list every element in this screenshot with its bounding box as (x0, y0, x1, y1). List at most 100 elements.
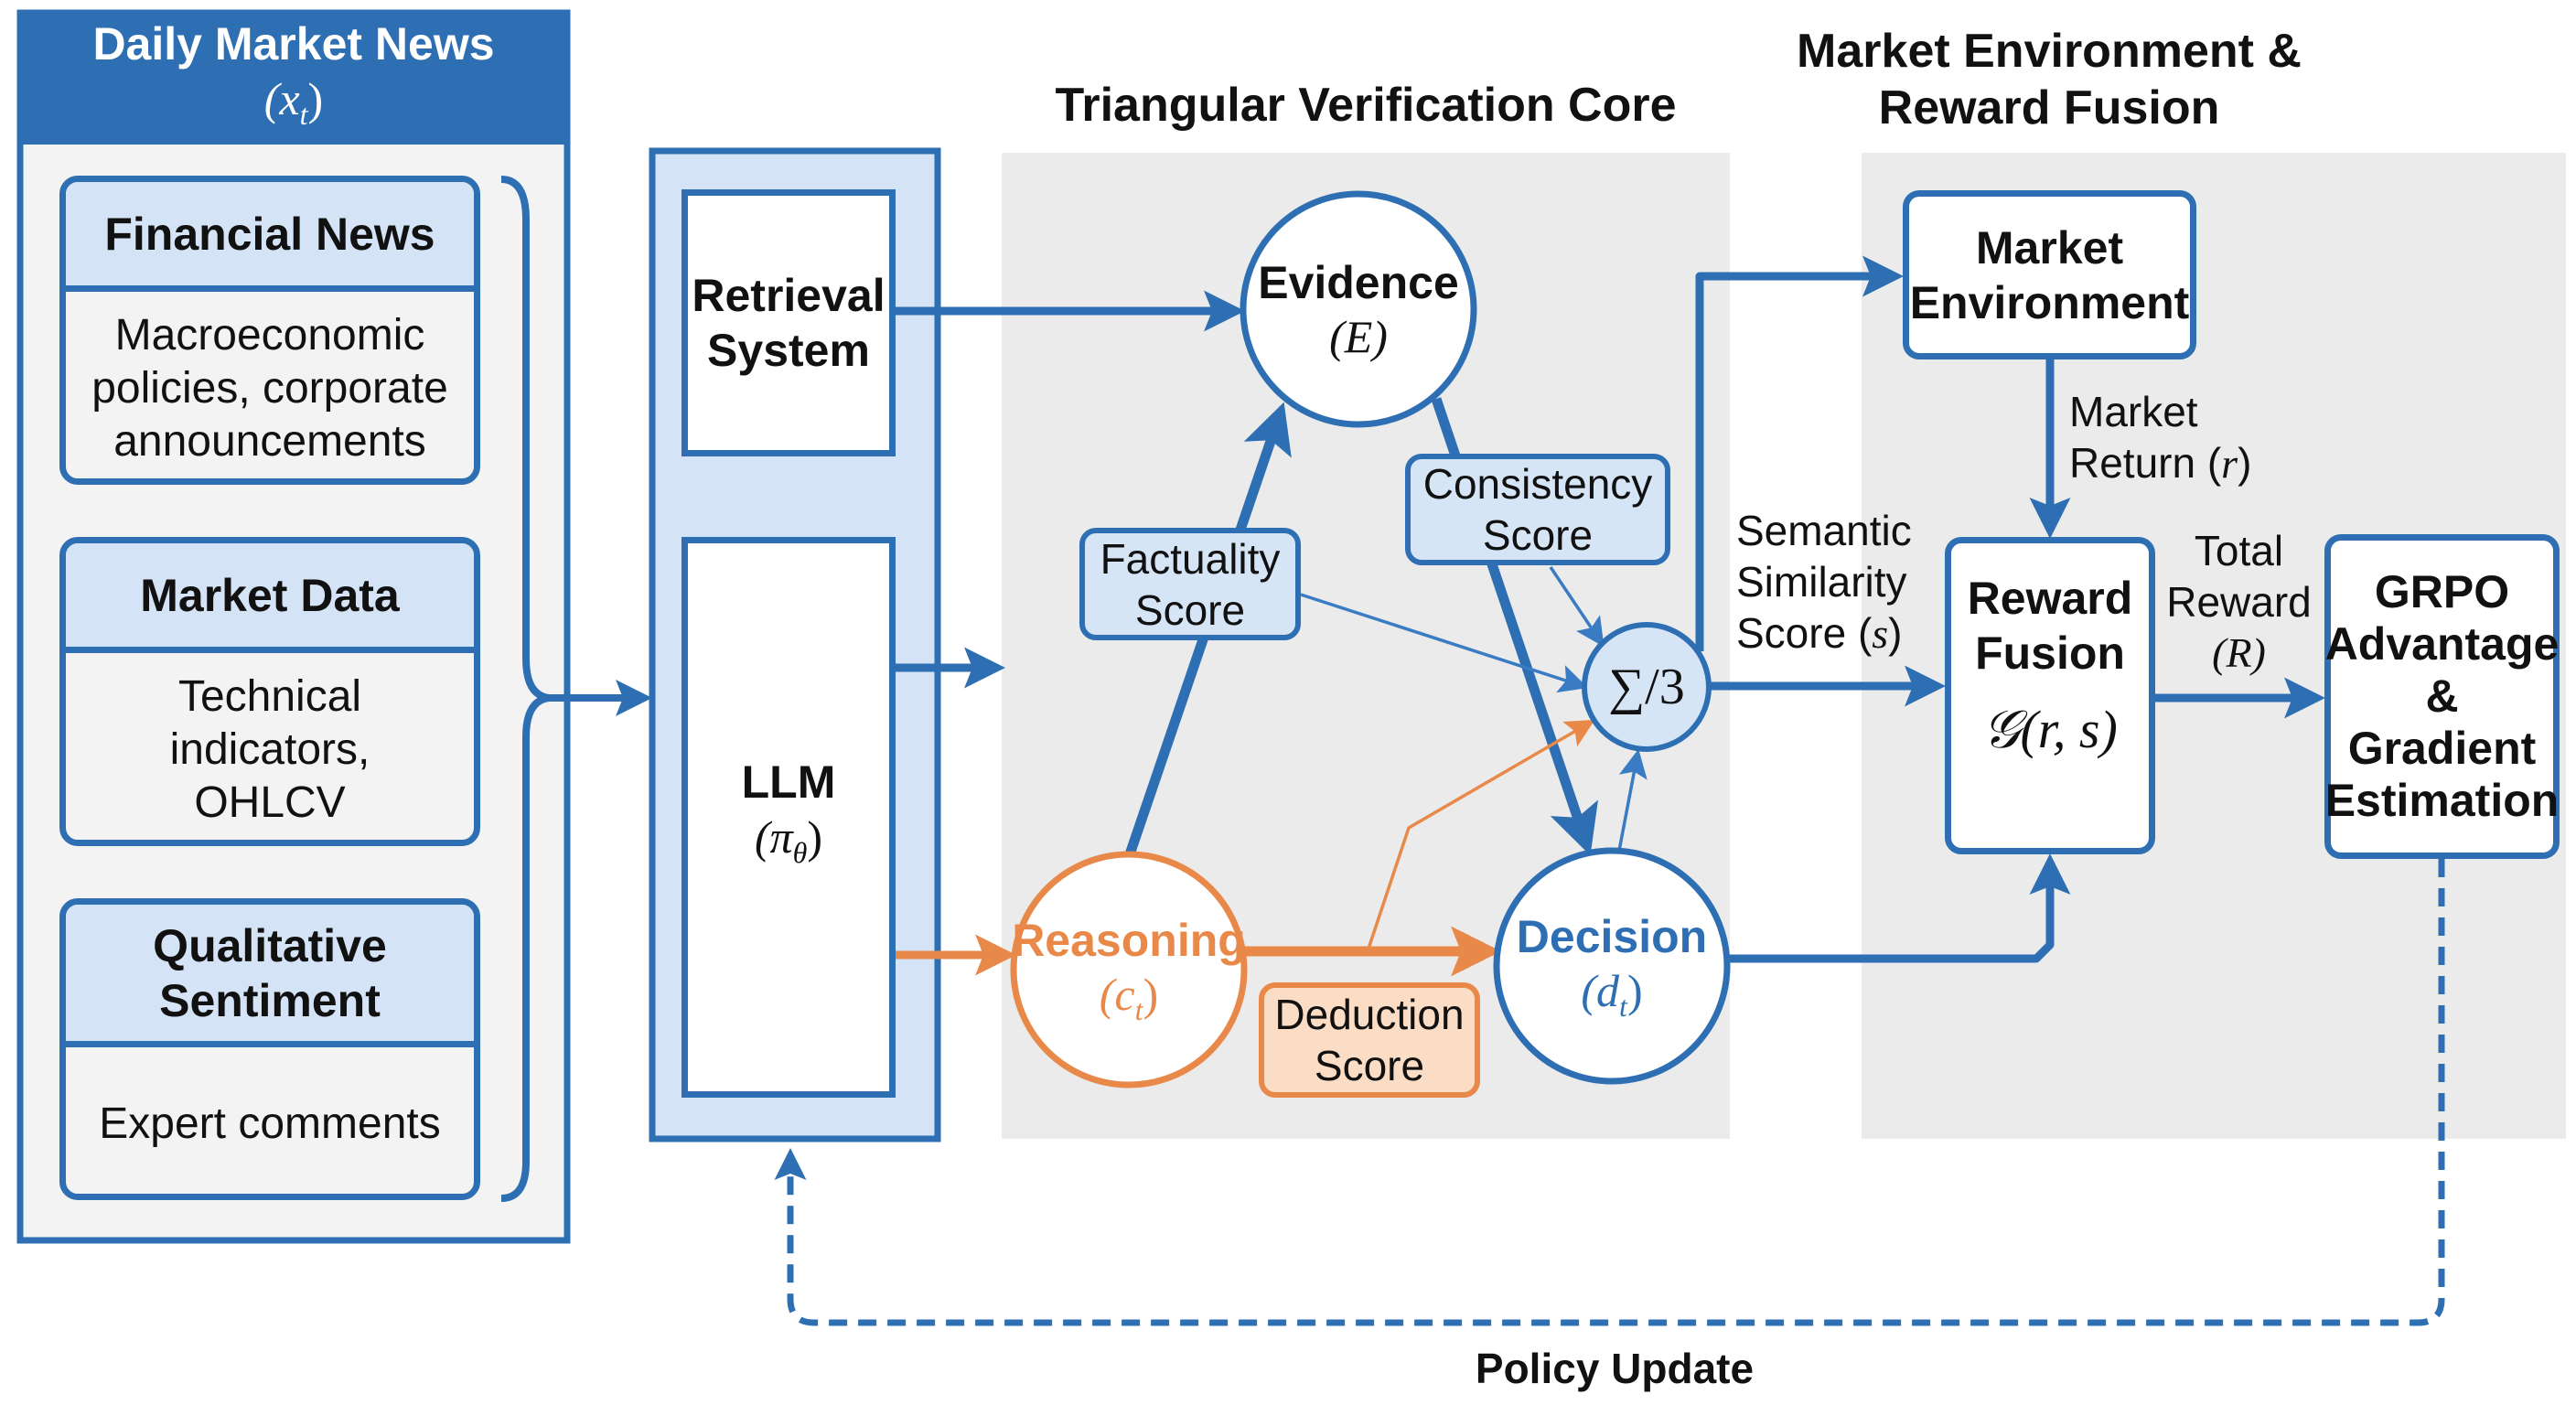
decision-node (1493, 847, 1731, 1085)
sigma-node (1582, 622, 1712, 752)
factuality-score-box[interactable]: Factuality Score (1079, 528, 1301, 640)
symbol-c: (c (1099, 968, 1135, 1020)
label-line: Return (r) (2069, 437, 2307, 489)
source-market-data[interactable]: Market Data Technical indicators, OHLCV (59, 537, 480, 846)
deduction-to-sigma-arrow (1366, 719, 1595, 952)
source-qualitative-sentiment[interactable]: Qualitative Sentiment Expert comments (59, 898, 480, 1200)
sigma-label: ∑/3 (1608, 659, 1685, 715)
source-title: Qualitative Sentiment (66, 905, 474, 1047)
symbol-close: ) (807, 811, 823, 863)
factuality-line: Score (1134, 585, 1246, 634)
reward-function: 𝒢(r, s) (1982, 700, 2118, 759)
decision-to-sigma-arrow (1617, 748, 1648, 852)
desc-line: policies, corporate (91, 363, 448, 413)
reward-fusion-box[interactable]: Reward Fusion 𝒢(r, s) (1945, 537, 2155, 854)
grpo-line: & (2425, 670, 2459, 722)
decision-symbol: (dt) (1581, 964, 1642, 1024)
semantic-similarity-label: Semantic Similarity Score (s) (1736, 505, 1947, 660)
source-description: Macroeconomic policies, corporate announ… (66, 292, 474, 478)
policy-update-loop (774, 859, 2445, 1326)
grpo-box[interactable]: GRPO Advantage & Gradient Estimation (2324, 534, 2560, 859)
label-close: ) (2238, 439, 2252, 487)
reasoning-symbol: (ct) (1100, 968, 1158, 1027)
title-line: Qualitative (153, 919, 387, 971)
source-description: Technical indicators, OHLCV (66, 653, 474, 840)
verification-core-title: Triangular Verification Core (1055, 79, 1677, 132)
symbol-r: r (2221, 440, 2238, 487)
input-panel-header: Daily Market News (xt) (20, 13, 567, 145)
symbol-s: s (1872, 610, 1889, 657)
symbol-pi: (π (754, 811, 793, 863)
llm-box[interactable]: LLM (πθ) (682, 537, 896, 1098)
reward-section-title: Market Environment & Reward Fusion (1738, 20, 2360, 139)
source-financial-news[interactable]: Financial News Macroeconomic policies, c… (59, 176, 480, 485)
consistency-line: Consistency (1422, 460, 1653, 508)
decision-name: Decision (1516, 910, 1708, 962)
reward-fusion-title: Reward Fusion (1951, 571, 2149, 681)
symbol-sub: θ (792, 836, 808, 869)
grpo-line: GRPO (2374, 566, 2510, 617)
label-line: Semantic (1736, 507, 1912, 554)
symbol-sub: t (1134, 992, 1143, 1026)
market-env-line: Environment (1909, 276, 2190, 328)
factuality-to-sigma-arrow (1300, 593, 1588, 693)
symbol-sub: t (1619, 989, 1627, 1023)
label-line: Score (s) (1736, 607, 1947, 660)
label-line: (R) (2212, 629, 2266, 676)
evidence-symbol: (E) (1329, 311, 1388, 362)
input-panel-header-band (20, 13, 567, 145)
reasoning-name: Reasoning (1012, 914, 1246, 966)
sigma-to-market-env-arrow (1695, 255, 1904, 651)
grpo-line: Advantage (2324, 618, 2560, 670)
label-line: Market (2069, 388, 2198, 435)
market-environment-box[interactable]: Market Environment (1903, 190, 2196, 359)
symbol-d: (d (1581, 964, 1620, 1016)
label-close: ) (1888, 609, 1903, 657)
deduction-line: Score (1314, 1042, 1425, 1089)
deduction-score-box[interactable]: Deduction Score (1259, 982, 1480, 1098)
total-reward-label: Total Reward (R) (2159, 525, 2319, 679)
consistency-to-sigma-arrow (1549, 566, 1605, 648)
market-return-label: Market Return (r) (2069, 386, 2307, 489)
source-title: Market Data (66, 543, 474, 653)
symbol-sub: t (299, 97, 308, 131)
desc-line: Expert comments (99, 1099, 441, 1148)
title-line: Reward (1967, 573, 2133, 624)
grpo-line: Gradient (2347, 723, 2537, 774)
title-line: Sentiment (159, 974, 381, 1026)
label-text: Return ( (2069, 439, 2222, 487)
label-text: Score ( (1736, 609, 1873, 657)
input-panel-title: Daily Market News (92, 17, 495, 70)
symbol-close: ) (307, 72, 324, 124)
desc-line: OHLCV (194, 778, 346, 827)
desc-line: Technical (177, 671, 362, 721)
input-brace (500, 176, 550, 1202)
desc-line: Macroeconomic (114, 310, 425, 359)
input-panel-symbol: (xt) (264, 71, 323, 142)
evidence-name: Evidence (1258, 257, 1459, 308)
label-line: Reward (2166, 578, 2312, 626)
symbol-x: (x (263, 72, 300, 124)
label-line: Similarity (1736, 558, 1907, 606)
decision-label[interactable]: Decision (dt) (1497, 851, 1727, 1081)
market-env-line: Market (1975, 221, 2124, 273)
title-line: Market Environment & (1797, 25, 2302, 78)
grpo-line: Estimation (2324, 775, 2560, 826)
label-line: Total (2194, 527, 2284, 574)
consistency-score-box[interactable]: Consistency Score (1405, 454, 1670, 565)
source-title: Financial News (66, 182, 474, 292)
title-line: Fusion (1975, 627, 2125, 679)
evidence-node (1240, 190, 1477, 428)
title-line: Reward Fusion (1878, 81, 2220, 134)
factuality-line: Factuality (1100, 534, 1281, 583)
reasoning-label[interactable]: Reasoning (ct) (1012, 854, 1246, 1085)
symbol-close: ) (1143, 968, 1159, 1020)
deduction-line: Deduction (1274, 991, 1465, 1038)
policy-update-label: Policy Update (1475, 1345, 1755, 1392)
llm-symbol: (πθ) (755, 810, 822, 880)
retrieval-system-box[interactable]: Retrieval System (682, 189, 896, 456)
retrieval-line: System (707, 325, 870, 376)
desc-line: announcements (113, 416, 426, 466)
evidence-label[interactable]: Evidence (E) (1243, 194, 1474, 424)
symbol-close: ) (1626, 964, 1643, 1016)
